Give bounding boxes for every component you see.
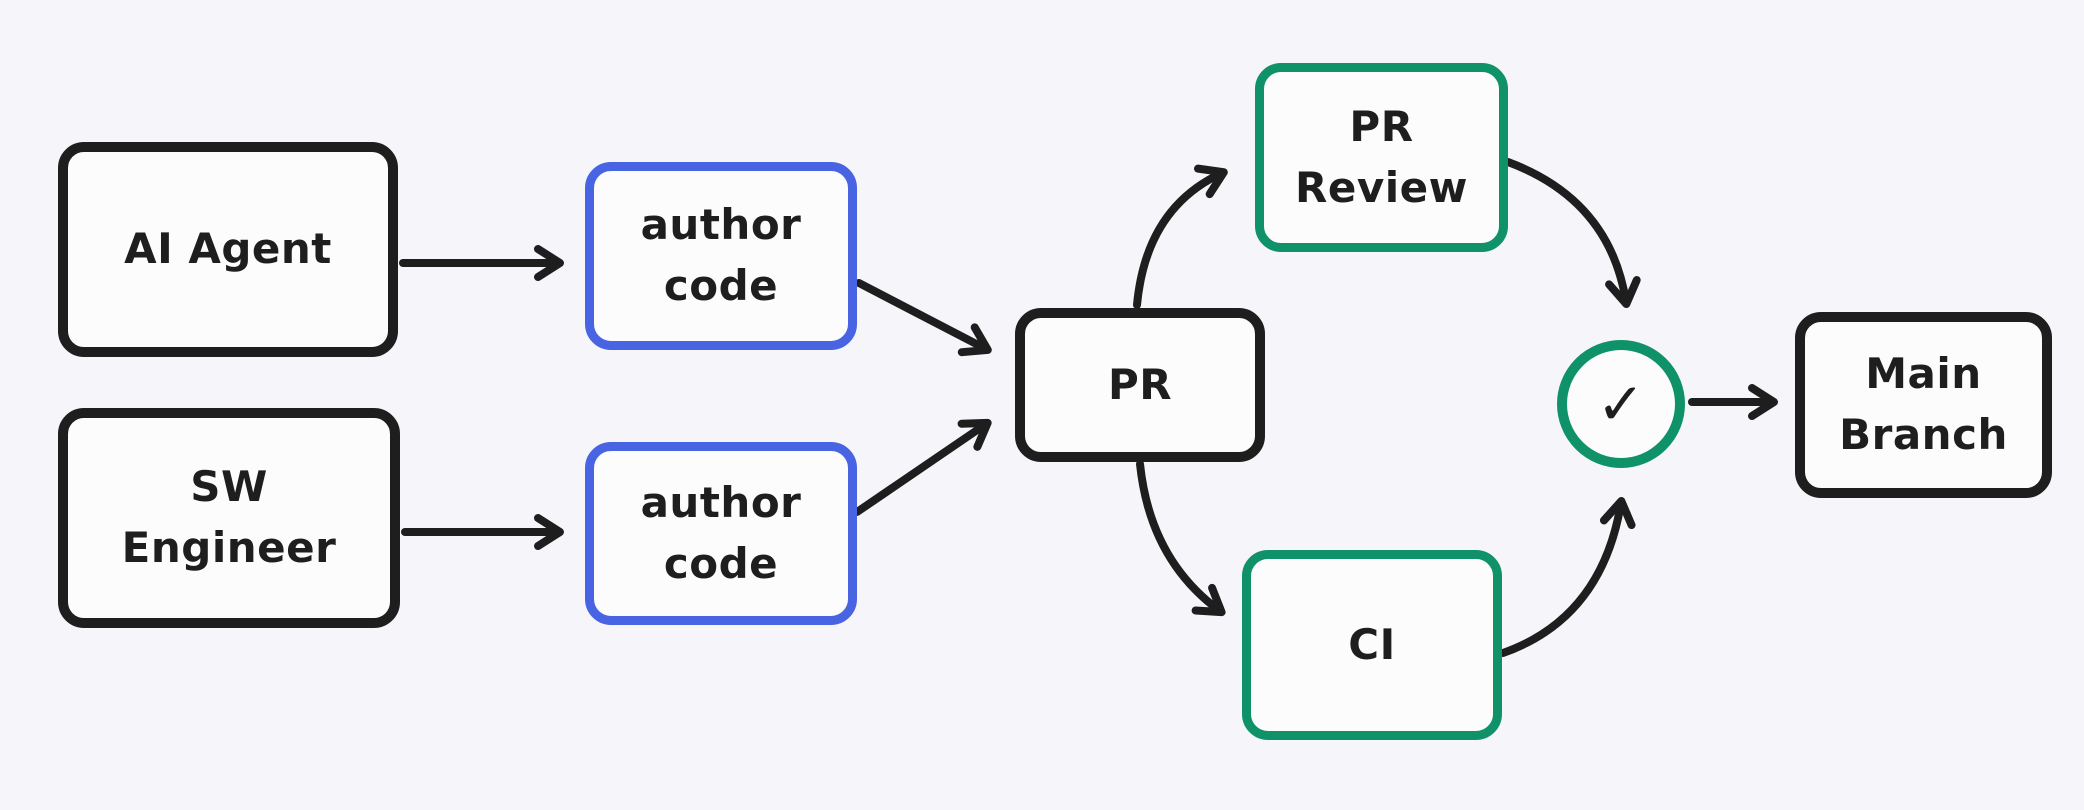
edge-pr-to-ci bbox=[1136, 460, 1226, 617]
node-ai-agent: AI Agent bbox=[58, 142, 398, 357]
edge-author-code-top-to-pr bbox=[855, 279, 992, 357]
edge-pr-to-pr-review bbox=[1133, 164, 1228, 309]
edge-author-code-bottom-to-pr bbox=[853, 418, 992, 516]
node-label-author-code-bottom: author code bbox=[640, 477, 802, 588]
node-ci: CI bbox=[1242, 550, 1502, 740]
node-main-branch: Main Branch bbox=[1795, 312, 2052, 498]
node-label-pr-review: PR Review bbox=[1295, 101, 1468, 212]
node-pr: PR bbox=[1015, 308, 1265, 462]
node-author-code-top: author code bbox=[585, 162, 857, 350]
node-label-sw-engineer: SW Engineer bbox=[121, 462, 337, 572]
node-pr-review: PR Review bbox=[1255, 63, 1508, 252]
node-label-pr: PR bbox=[1107, 359, 1173, 409]
node-sw-engineer: SW Engineer bbox=[58, 408, 400, 628]
node-label-ai-agent: AI Agent bbox=[124, 224, 332, 274]
edge-ci-to-check bbox=[1499, 497, 1636, 657]
checkmark-icon: ✓ bbox=[1596, 370, 1646, 438]
node-label-main-branch: Main Branch bbox=[1839, 349, 2008, 459]
node-approval-check: ✓ bbox=[1557, 340, 1685, 468]
node-author-code-bottom: author code bbox=[585, 442, 857, 625]
node-label-author-code-top: author code bbox=[640, 200, 802, 310]
edge-pr-review-to-check bbox=[1504, 158, 1641, 308]
node-label-ci: CI bbox=[1348, 619, 1396, 669]
